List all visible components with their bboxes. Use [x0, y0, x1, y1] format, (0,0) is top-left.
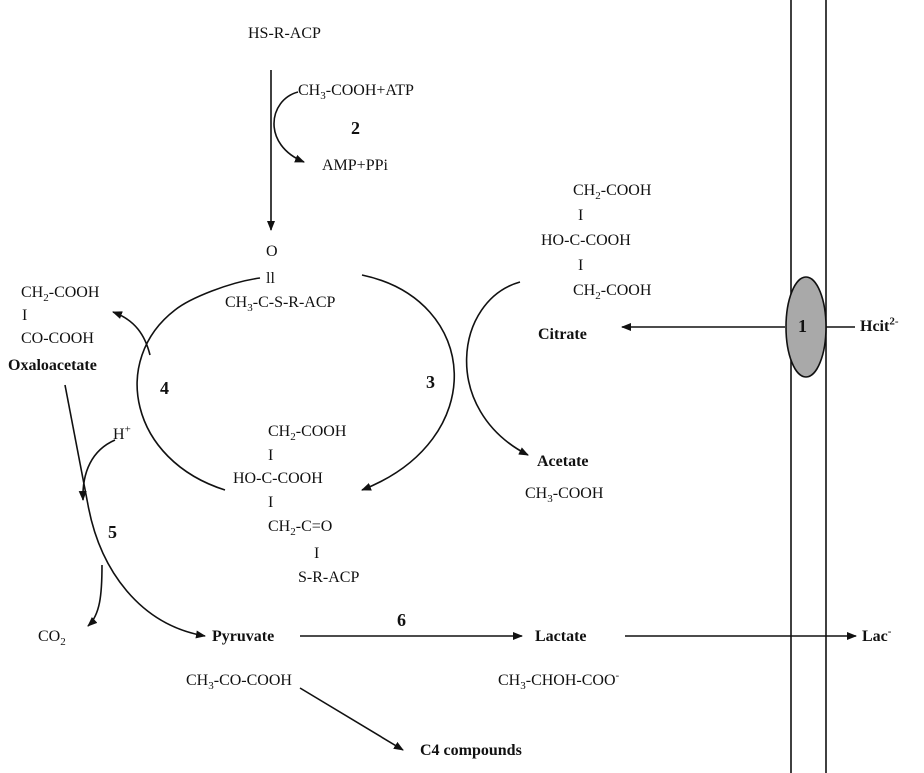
hs-r-acp-label: HS-R-ACP — [248, 25, 321, 42]
cycle-left-arc — [136, 277, 261, 491]
citryl-acp-bond1: I — [268, 447, 274, 464]
step2-side-curve — [273, 91, 305, 163]
citryl-acp-line3: CH2-C=O — [268, 518, 333, 539]
step2-output-label: AMP+PPi — [322, 157, 388, 174]
step5-number: 5 — [108, 522, 117, 542]
step3-number: 3 — [426, 372, 435, 392]
acetyl-acp-double-bond: ll — [266, 270, 275, 287]
pyruvate-label: Pyruvate — [212, 628, 275, 645]
lac-out-label: Lac- — [862, 625, 892, 645]
step6-number: 6 — [397, 610, 406, 630]
oxaloacetate-down-line — [64, 384, 89, 506]
acetyl-acp-formula: CH3-C-S-R-ACP — [225, 294, 336, 315]
step5-pyruvate-curve — [87, 504, 206, 639]
citryl-acp-line4: S-R-ACP — [298, 569, 360, 586]
oxaloacetate-line2: CO-COOH — [21, 330, 94, 347]
hcit-label: Hcit2- — [860, 315, 899, 335]
citrate-line3: CH2-COOH — [573, 282, 652, 303]
citryl-acp-bond2: I — [268, 494, 274, 511]
citrate-bond2: I — [578, 257, 584, 274]
oxaloacetate-line1: CH2-COOH — [21, 284, 100, 305]
transporter-number: 1 — [798, 316, 807, 336]
citrate-bond1: I — [578, 207, 584, 224]
c4-compounds-label: C4 compounds — [420, 742, 522, 759]
h-plus-label: H+ — [113, 423, 131, 443]
acetate-formula: CH3-COOH — [525, 485, 604, 506]
citrate-label: Citrate — [538, 326, 587, 343]
h-plus-arrow — [78, 439, 116, 501]
co2-arrow — [87, 564, 103, 627]
citrate-transporter — [785, 276, 827, 378]
citryl-acp-line1: CH2-COOH — [268, 423, 347, 444]
citryl-acp-bond3: I — [314, 545, 320, 562]
step2-number: 2 — [351, 118, 360, 138]
step4-to-oxaloacetate-arrow — [112, 311, 151, 356]
citryl-acp-line2: HO-C-COOH — [233, 470, 323, 487]
citrate-line2: HO-C-COOH — [541, 232, 631, 249]
step2-input-label: CH3-COOH+ATP — [298, 82, 414, 103]
step4-number: 4 — [160, 378, 169, 398]
oxaloacetate-bond: I — [22, 307, 28, 324]
lactate-formula: CH3-CHOH-COO- — [498, 669, 620, 693]
step3-citrate-curve — [465, 281, 529, 456]
lactate-label: Lactate — [535, 628, 587, 645]
citrate-line1: CH2-COOH — [573, 182, 652, 203]
c4-arrow — [299, 687, 404, 751]
oxaloacetate-label: Oxaloacetate — [8, 357, 97, 374]
co2-label: CO2 — [38, 628, 66, 649]
cycle-right-arc — [361, 274, 456, 491]
acetyl-acp-oxygen: O — [266, 243, 278, 260]
acetate-label: Acetate — [537, 453, 589, 470]
pyruvate-formula: CH3-CO-COOH — [186, 672, 292, 693]
